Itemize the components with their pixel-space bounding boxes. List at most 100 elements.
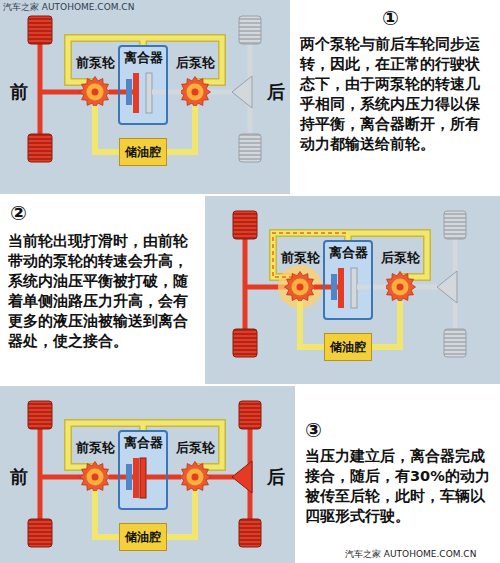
rear-differential xyxy=(232,76,252,108)
pump-gear-hub xyxy=(392,279,409,296)
pump-label: 前泵轮 xyxy=(76,54,115,72)
clutch-plate-front xyxy=(133,73,139,113)
panel-ground xyxy=(0,385,295,563)
clutch-output-shaft xyxy=(152,90,166,95)
pump-gear xyxy=(180,77,211,108)
piston xyxy=(126,464,132,490)
clutch-output-shaft xyxy=(146,475,166,480)
pump-gear-center xyxy=(397,284,404,291)
drive-shaft xyxy=(168,90,181,95)
front-tire xyxy=(28,134,52,162)
axle-label: 后 xyxy=(267,81,285,103)
pump-gear xyxy=(385,272,416,303)
oil-reservoir: 储油腔 xyxy=(324,333,372,361)
pump-gear-center xyxy=(297,284,304,291)
pump-gear-center xyxy=(192,474,199,481)
note-text: 当压力建立后，离合器完成接合，随后，有30%的动力被传至后轮，此时，车辆以四驱形… xyxy=(305,446,493,526)
pump-gear-center xyxy=(192,89,199,96)
axle-label: 前 xyxy=(10,81,28,103)
clutch-box: 离合器 xyxy=(118,430,168,510)
text-panel xyxy=(295,385,500,563)
pump-gear-hub xyxy=(187,84,204,101)
pump-gear-center xyxy=(92,474,99,481)
front-tire xyxy=(28,519,52,547)
pump-label: 后泵轮 xyxy=(381,249,420,267)
front-tire xyxy=(233,329,257,357)
reservoir-label: 储油腔 xyxy=(330,339,366,356)
drive-shaft xyxy=(373,285,386,290)
panel-ground xyxy=(0,0,290,195)
clutch-plate-rear xyxy=(146,73,152,113)
pump-gear xyxy=(285,272,316,303)
clutch-box: 离合器 xyxy=(118,45,168,125)
watermark: 汽车之家 AUTOHOME.COM.CN xyxy=(3,2,134,13)
piston xyxy=(126,79,132,105)
pump-wheel: 后泵轮 xyxy=(386,273,414,301)
rear-differential xyxy=(437,271,457,303)
pump-wheel: 前泵轮 xyxy=(81,463,109,491)
reservoir-label: 储油腔 xyxy=(125,529,161,546)
rear-differential xyxy=(232,461,252,493)
oil-line xyxy=(95,106,119,152)
pump-wheel: 后泵轮 xyxy=(181,463,209,491)
text-panel xyxy=(0,195,205,385)
rear-tire xyxy=(239,519,261,547)
clutch-label: 离合器 xyxy=(325,242,371,262)
pump-wheel: 前泵轮 xyxy=(286,273,314,301)
rear-tire xyxy=(444,211,466,239)
pump-wheel: 前泵轮 xyxy=(81,78,109,106)
text-panel xyxy=(290,0,500,195)
axle-label: 后 xyxy=(267,466,285,488)
pump-gear-center xyxy=(92,89,99,96)
drive-shaft xyxy=(314,285,323,290)
clutch-plate-rear xyxy=(140,458,146,498)
pump-wheel: 后泵轮 xyxy=(181,78,209,106)
oil-line xyxy=(300,301,324,347)
pump-gear-hub xyxy=(87,469,104,486)
note-text: 两个泵轮与前后车轮同步运转，因此，在正常的行驶状态下，由于两泵轮的转速几乎相同，… xyxy=(300,34,492,154)
clutch-plate-front xyxy=(133,458,139,498)
front-tire xyxy=(233,211,257,239)
oil-line xyxy=(167,491,195,537)
rear-tire xyxy=(444,329,466,357)
reservoir-label: 储油腔 xyxy=(125,144,161,161)
drive-shaft xyxy=(168,475,181,480)
oil-line xyxy=(167,106,195,152)
front-shaft xyxy=(40,475,84,480)
oil-line xyxy=(372,301,400,347)
clutch-plate-front xyxy=(338,268,344,308)
clutch-output-shaft xyxy=(357,285,371,290)
panel-illustration xyxy=(205,195,500,385)
rear-tire xyxy=(239,134,261,162)
pump-label: 后泵轮 xyxy=(176,54,215,72)
panel-ground xyxy=(205,195,500,385)
drive-shaft xyxy=(109,475,118,480)
front-shaft xyxy=(40,90,84,95)
clutch-label: 离合器 xyxy=(120,432,166,452)
pump-gear xyxy=(80,77,111,108)
panel-separator xyxy=(0,195,500,385)
callout-number: ① xyxy=(382,6,399,30)
oil-reservoir: 储油腔 xyxy=(119,138,167,166)
callout-number: ③ xyxy=(305,418,322,442)
clutch-plate-rear xyxy=(351,268,357,308)
rear-tire xyxy=(239,16,261,44)
callout-number: ② xyxy=(10,201,27,225)
panel-illustration xyxy=(0,0,290,195)
front-tire xyxy=(28,401,52,429)
clutch-box: 离合器 xyxy=(323,240,373,320)
oil-reservoir: 储油腔 xyxy=(119,523,167,551)
watermark: 汽车之家 AUTOHOME.COM.CN xyxy=(345,549,476,560)
pump-gear-hub xyxy=(292,279,309,296)
oil-line xyxy=(95,491,119,537)
note-text: 当前轮出现打滑时，由前轮带动的泵轮的转速会升高，系统内油压平衡被打破，随着单侧油… xyxy=(8,231,200,351)
pump-label: 前泵轮 xyxy=(76,439,115,457)
panel-illustration xyxy=(0,385,295,563)
pump-gear xyxy=(180,462,211,493)
pump-gear-hub xyxy=(187,469,204,486)
pump-gear-hub xyxy=(87,84,104,101)
pump-label: 后泵轮 xyxy=(176,439,215,457)
drive-shaft xyxy=(109,90,118,95)
piston xyxy=(331,274,337,300)
